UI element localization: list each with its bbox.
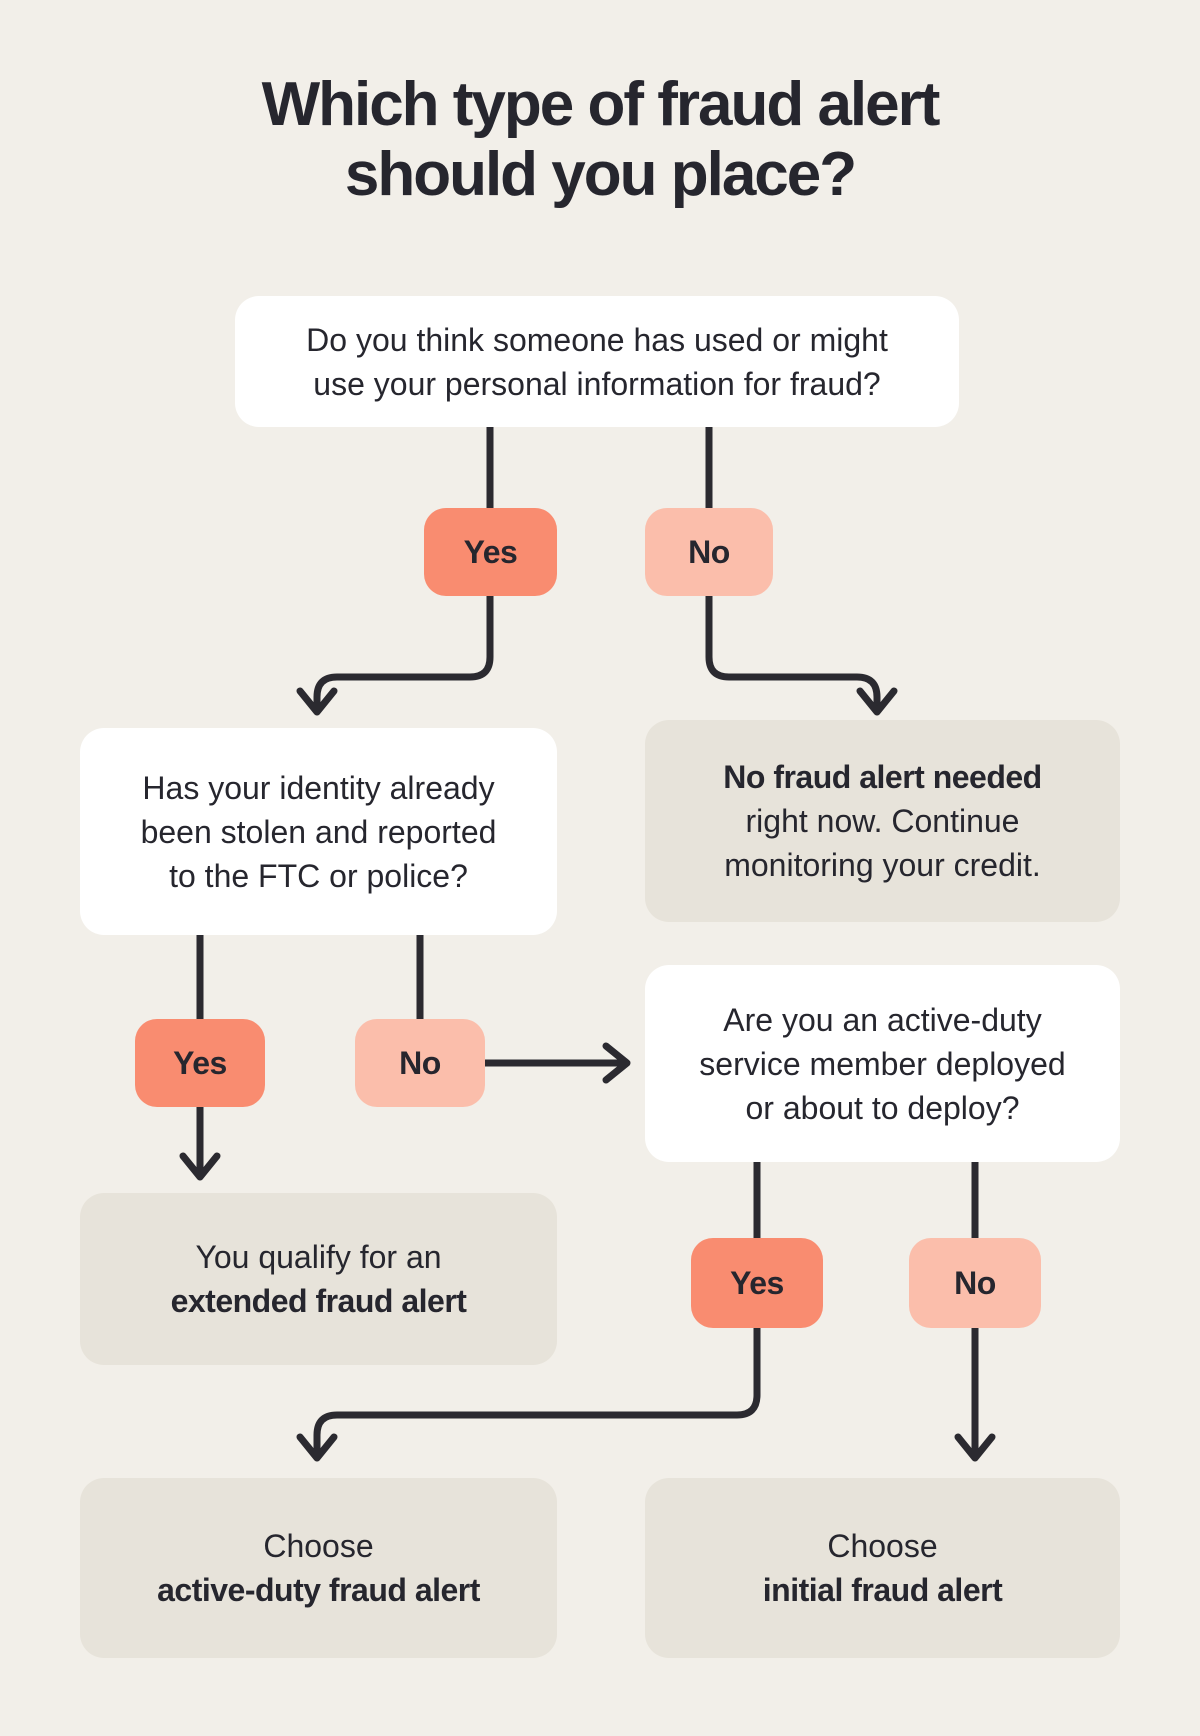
result-extended-line1: You qualify for an (195, 1239, 442, 1275)
q1-no-badge: No (645, 508, 773, 596)
q2-no-badge: No (355, 1019, 485, 1107)
result-no-fraud-alert-line2: right now. Continue (745, 803, 1020, 839)
connector-no1-to-no-alert (705, 592, 881, 709)
result-active-duty-fraud-alert-box: Choose active-duty fraud alert (80, 1478, 557, 1658)
question-active-duty-line3: or about to deploy? (745, 1089, 1020, 1126)
result-no-fraud-alert-line3: monitoring your credit. (724, 847, 1041, 883)
question-identity-stolen-box: Has your identity already been stolen an… (80, 728, 557, 935)
q2-yes-badge: Yes (135, 1019, 265, 1107)
result-no-fraud-alert-line1: No fraud alert needed (723, 759, 1042, 795)
question-identity-stolen-line2: been stolen and reported (140, 813, 497, 850)
result-initial-line2: initial fraud alert (762, 1572, 1003, 1608)
result-initial-fraud-alert-box: Choose initial fraud alert (645, 1478, 1120, 1658)
arrowhead-no1-to-no-alert (856, 687, 898, 716)
arrowhead-yes1-to-q2 (296, 687, 338, 716)
result-active-duty-line2: active-duty fraud alert (157, 1572, 480, 1608)
q3-yes-badge: Yes (691, 1238, 823, 1328)
arrowhead-yes2-to-extended (179, 1152, 221, 1181)
q1-yes-badge: Yes (424, 508, 557, 596)
connector-yes1-to-q2 (313, 592, 494, 709)
question-identity-stolen-line3: to the FTC or police? (169, 857, 468, 894)
result-active-duty-line1: Choose (263, 1528, 374, 1564)
connector-yes3-to-active-duty (313, 1162, 761, 1453)
result-extended-fraud-alert-box: You qualify for an extended fraud alert (80, 1193, 557, 1365)
question-personal-info-line2: use your personal information for fraud? (313, 365, 881, 402)
page-title-line1: Which type of fraud alert (261, 70, 941, 139)
question-active-duty-line1: Are you an active-duty (723, 1001, 1042, 1038)
result-extended-line2: extended fraud alert (170, 1283, 467, 1319)
question-personal-info-box: Do you think someone has used or might u… (235, 296, 959, 427)
arrowhead-no3-to-initial (954, 1433, 996, 1462)
question-personal-info-line1: Do you think someone has used or might (306, 321, 888, 358)
page-title-line2: should you place? (344, 140, 857, 209)
result-no-fraud-alert-box: No fraud alert needed right now. Continu… (645, 720, 1120, 922)
arrowhead-yes3-to-active-duty (296, 1433, 338, 1462)
page-title: Which type of fraud alert should you pla… (0, 70, 1200, 210)
question-active-duty-box: Are you an active-duty service member de… (645, 965, 1120, 1162)
result-initial-line1: Choose (827, 1528, 938, 1564)
question-active-duty-line2: service member deployed (699, 1045, 1066, 1082)
q3-no-badge: No (909, 1238, 1041, 1328)
arrowhead-no2-to-q3 (602, 1042, 631, 1084)
question-identity-stolen-line1: Has your identity already (142, 769, 495, 806)
